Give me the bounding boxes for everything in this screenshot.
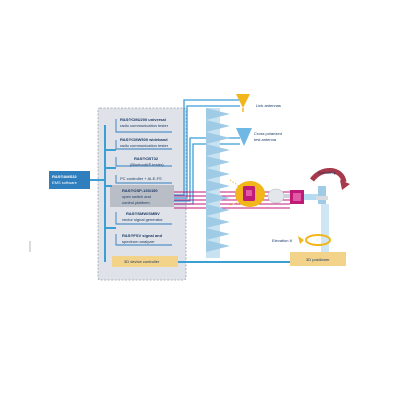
rack-bus [104,125,116,262]
probe-icon [267,188,292,204]
rack-item-fsv-sub: spectrum analyzer [122,239,155,244]
cross-antenna-label-line1: Cross polarized [254,131,282,136]
rack-item-osp-sub2: control platform [122,200,150,205]
cross-antenna-label-line2: test antenna [254,137,277,142]
positioner-base-label: 3D positioner [306,257,330,262]
elevation-ring-icon [298,234,331,246]
azimuth-label: Azimuth ϕ [318,170,336,175]
rack-item-cmu200-sub: radio communication tester [120,123,169,128]
rack-item-smw: R&S®SMW/SMBV [126,211,160,216]
rack-item-osp-sub1: open switch and [122,194,151,199]
rack-item-smw-sub: vector signal generator [122,217,163,222]
positioner-dut-icon [290,190,304,204]
azimuth-arrow-head [340,180,350,190]
elevation-label: Elevation θ [272,238,292,243]
rack-item-osp: R&S®OSP-130/150 [122,188,158,193]
software-box [49,171,90,189]
rack-item-cbt32-sub: (Bluetooth® tester) [130,162,164,167]
azimuth-arrow-icon [309,168,347,183]
rack-item-cmw500: R&S®CMW500 wideband [120,137,168,142]
positioner-base [290,252,346,266]
software-label-line1: R&S®AMS32 [52,174,77,179]
positioner-arm [304,186,329,252]
cross-antenna-icon [236,128,252,146]
rack-item-cmu200: R&S®CMU200 universal [120,117,166,122]
rack-item-3d-controller: 3D device controller [124,259,160,264]
rack-item-pc-controller: PC controller + AI-E-FS [120,176,162,181]
rack-item-cmw500-sub: radio communication tester [120,143,169,148]
rack-item-cbt32: R&S®CBT32 [134,156,159,161]
absorber-wall [206,108,230,258]
dut-device-icon [235,181,265,207]
link-antennas-label: Link antennas [256,103,281,108]
osp-highlight [110,185,174,207]
link-antenna-icon [236,94,250,112]
device-controller-box [112,256,178,267]
software-label-line2: EMS software [52,180,77,185]
rack-item-fsv: R&S®FSV signal and [122,233,163,238]
